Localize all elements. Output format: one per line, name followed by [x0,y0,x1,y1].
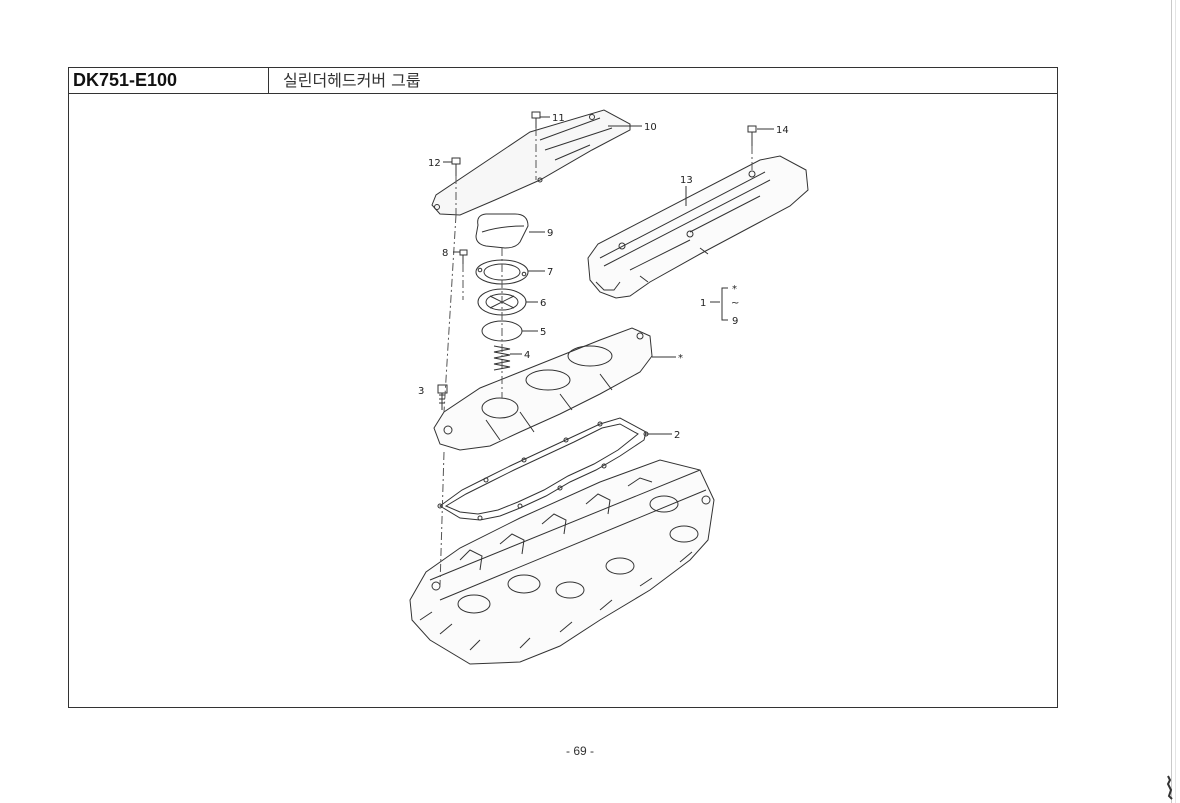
page-edge-line-2 [1175,0,1176,803]
callout-14: 14 [776,125,789,136]
bolt-8 [459,249,468,264]
callout-kit-asterisk: * [732,284,737,295]
callout-11: 11 [552,113,565,124]
callout-8: 8 [442,248,448,259]
title-bar: DK751-E100 실린더헤드커버 그룹 [69,68,1057,94]
callout-kit-end: 9 [732,316,738,327]
callout-13: 13 [680,175,693,186]
callout-9: 9 [547,228,553,239]
bolt-3 [437,384,448,410]
callout-4: 4 [524,350,530,361]
bolt-12 [451,157,461,176]
cylinder-head-cover [433,327,653,451]
breather-cap [475,213,529,249]
scan-corner-mark [1166,775,1173,800]
cylinder-head [409,459,715,665]
callout-kit-tilde: ~ [731,298,739,309]
rocker-cover [587,155,809,299]
callout-asterisk-cover: * [678,353,683,364]
cover-gasket [437,417,649,521]
leader-lines [443,116,774,435]
page-edge-line [1171,0,1172,803]
part-group-title: 실린더헤드커버 그룹 [283,71,421,90]
bolt-11 [531,111,541,128]
assembly-centerlines [439,128,753,587]
callout-12: 12 [428,158,441,169]
page-number: - 69 - [565,744,594,758]
bolt-14 [747,125,757,146]
breather-spring [493,345,511,371]
diagram-frame: DK751-E100 실린더헤드커버 그룹 [68,67,1058,708]
callout-2: 2 [674,430,680,441]
callout-7: 7 [547,267,553,278]
callout-6: 6 [540,298,546,309]
part-group-code: DK751-E100 [69,68,269,93]
callout-10: 10 [644,122,657,133]
callout-5: 5 [540,327,546,338]
heat-shield-cover [431,109,631,216]
callout-3: 3 [418,386,424,397]
callout-1: 1 [700,298,706,309]
